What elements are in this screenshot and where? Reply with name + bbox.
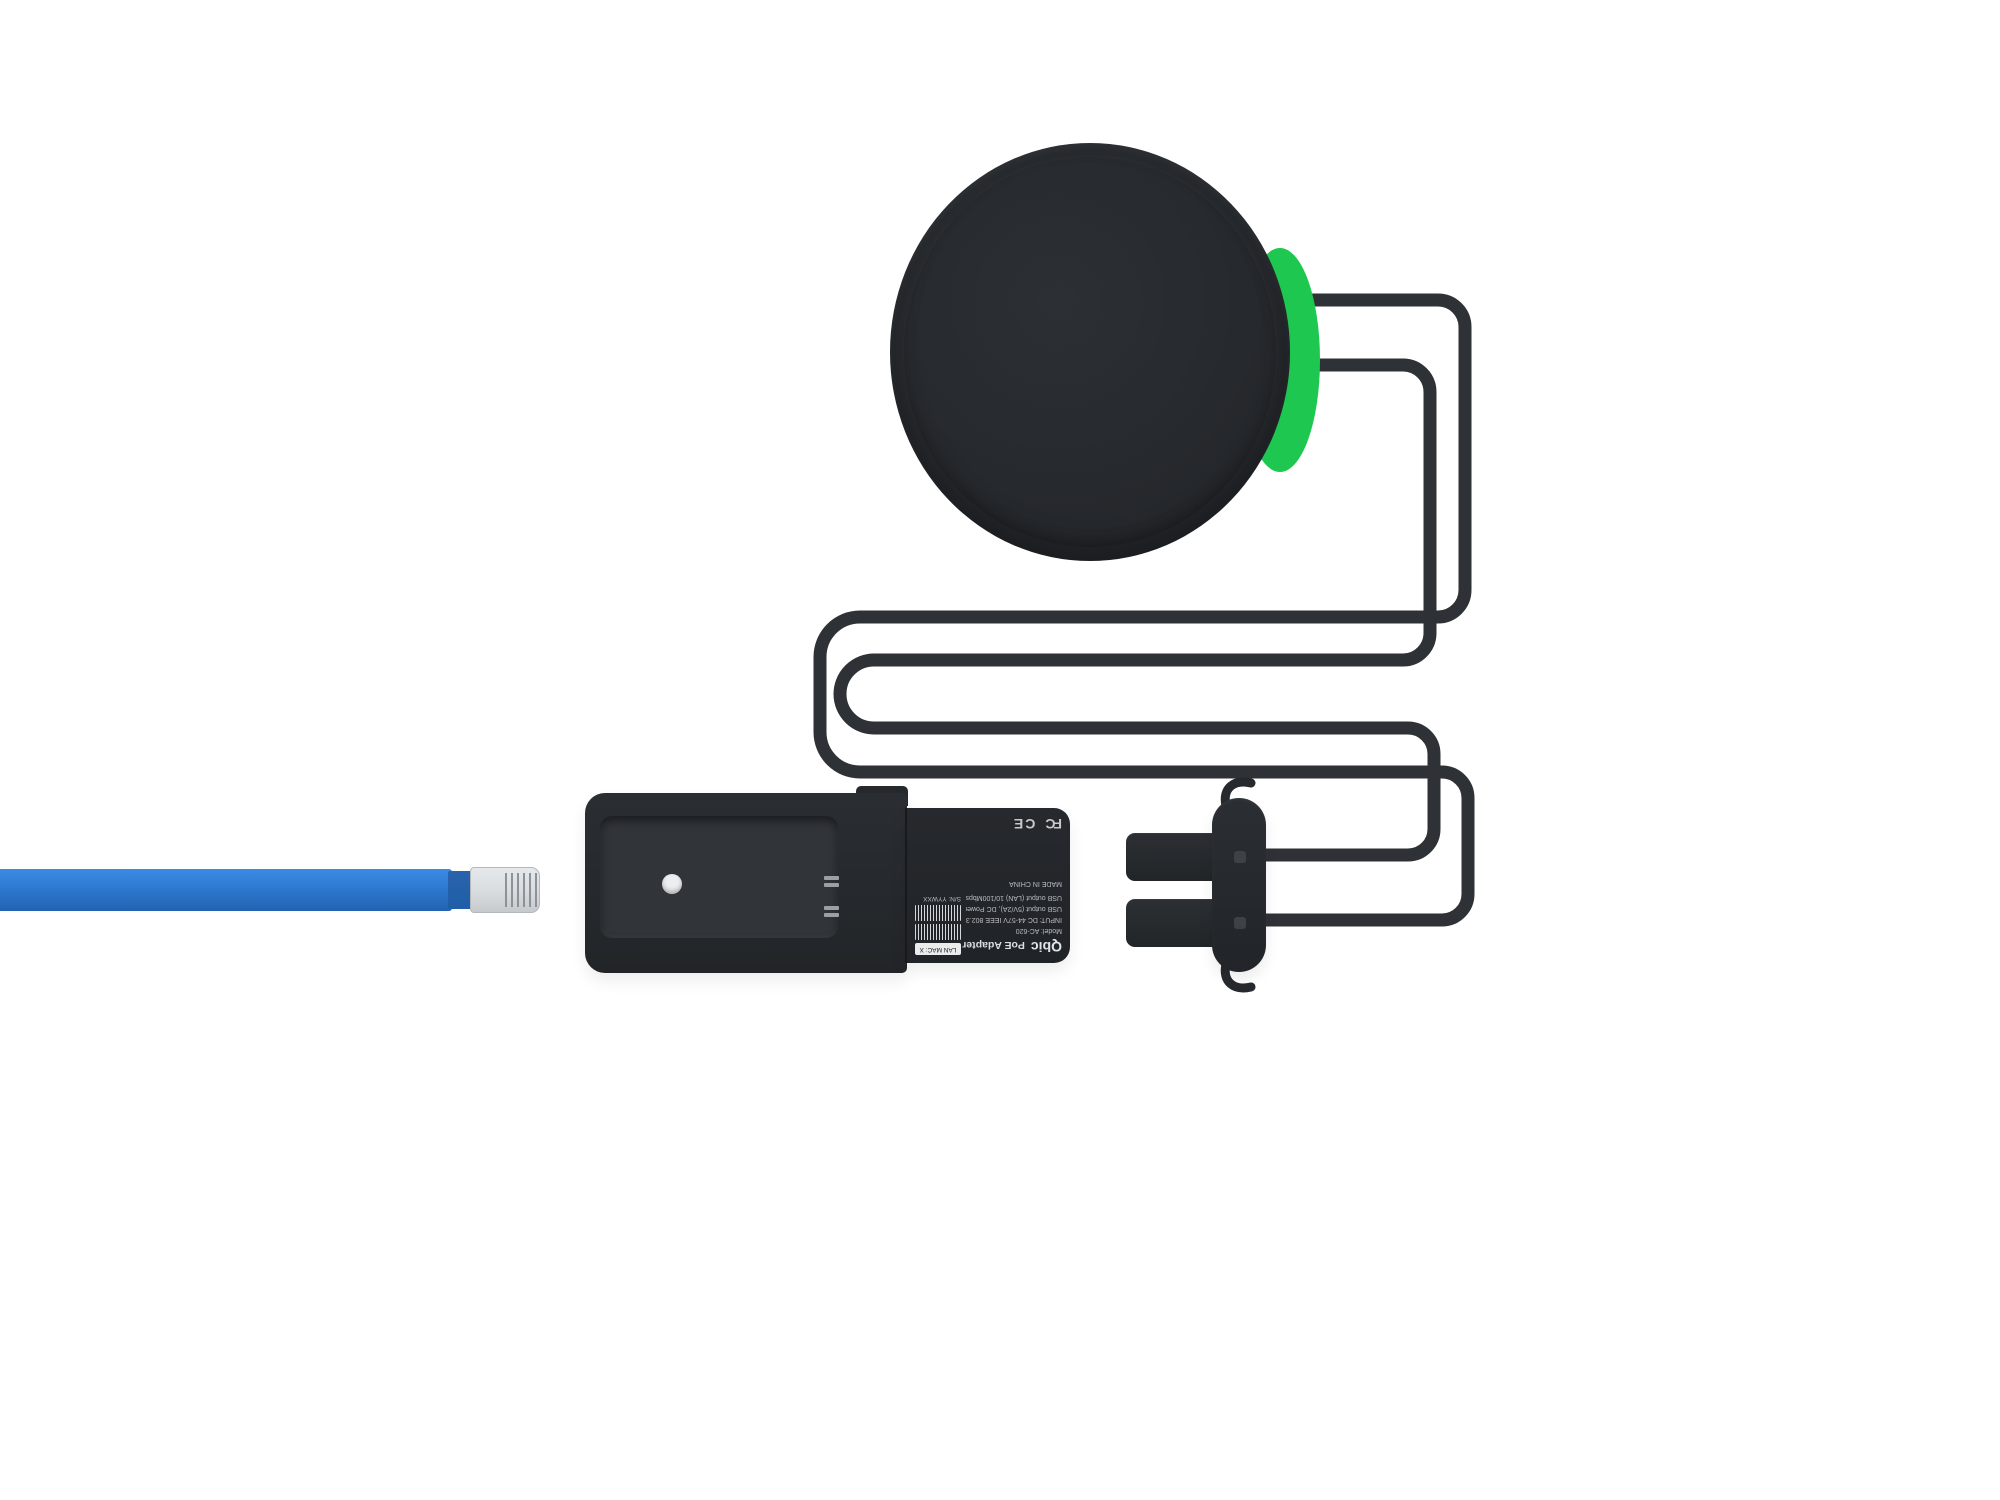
adapter-main-body xyxy=(585,793,907,973)
splitter-hub-plate xyxy=(1212,798,1266,972)
ethernet-cable-boot xyxy=(448,871,472,909)
usb-plug-lower xyxy=(1126,899,1218,947)
adapter-label-section: Qbic PoE Adapter Model: AC-620 INPUT: DC… xyxy=(905,808,1070,963)
made-in-text: MADE IN CHINA xyxy=(1009,880,1062,887)
adapter-vent-top xyxy=(824,876,839,880)
product-name-text: PoE Adapter xyxy=(962,939,1025,951)
lan-mac-tag: LAN MAC: X xyxy=(915,943,961,955)
rj45-pins xyxy=(505,873,537,907)
adapter-label-text-block: Qbic PoE Adapter Model: AC-620 INPUT: DC… xyxy=(962,816,1062,955)
model-text: Model: AC-620 xyxy=(1015,927,1062,934)
usb-icon-lower xyxy=(1234,917,1246,929)
brand-row: Qbic PoE Adapter xyxy=(962,939,1062,955)
usb-plug-upper xyxy=(1126,833,1218,881)
lan-mac-barcode xyxy=(915,924,961,940)
certification-marks: FC CE xyxy=(966,816,1062,832)
adapter-led-hole xyxy=(662,874,682,894)
puck-rim xyxy=(902,155,1278,549)
usb-icon-upper xyxy=(1234,851,1246,863)
usb-lan-spec-text: USB output (LAN) 10/100Mbps xyxy=(966,894,1062,901)
brand-logo-text: Qbic xyxy=(1030,939,1062,955)
rj45-connector xyxy=(470,867,540,913)
adapter-recess-slot xyxy=(600,816,838,938)
adapter-label-barcode-block: LAN MAC: X S/N: YYWXX xyxy=(915,816,961,955)
adapter-vent-bottom xyxy=(824,906,839,910)
input-spec-text: INPUT: DC 44-57V IEEE 802.3af xyxy=(966,916,1062,923)
round-puck-device xyxy=(890,143,1290,561)
usb-power-spec-text: USB output (5V/2A), DC Power xyxy=(966,905,1062,912)
serial-number-text: S/N: YYWXX xyxy=(923,895,961,902)
serial-barcode xyxy=(915,905,961,921)
fcc-mark-icon: FC xyxy=(1047,816,1062,832)
adapter-label: Qbic PoE Adapter Model: AC-620 INPUT: DC… xyxy=(915,816,1062,955)
power-cable-inner-run xyxy=(833,358,1441,862)
ce-mark-icon: CE xyxy=(1011,816,1036,832)
ethernet-cable xyxy=(0,869,452,911)
power-cable-outer-run xyxy=(813,293,1475,927)
